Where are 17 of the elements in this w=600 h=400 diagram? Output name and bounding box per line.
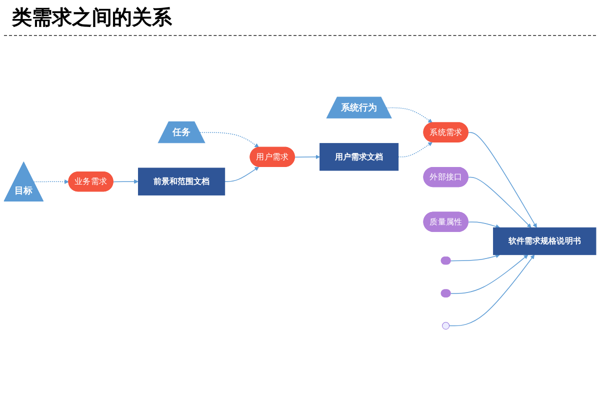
node-box: 用户需求文档 — [320, 143, 399, 172]
arrow — [112, 180, 138, 184]
arrow — [450, 254, 500, 262]
arrow — [224, 167, 259, 182]
arrow — [294, 155, 320, 160]
arrow — [398, 142, 432, 158]
node-box: 软件需求规格说明书 — [493, 228, 596, 256]
arrow — [448, 254, 535, 326]
arrow — [200, 132, 259, 148]
arrow — [468, 132, 537, 228]
arrow — [468, 222, 500, 229]
arrow — [468, 177, 532, 228]
arrow — [450, 254, 528, 294]
diagram-title: 类需求之间的关系 — [4, 0, 596, 36]
arrow — [386, 108, 432, 124]
node-box: 前景和范围文档 — [138, 168, 226, 196]
arrow — [33, 180, 69, 184]
